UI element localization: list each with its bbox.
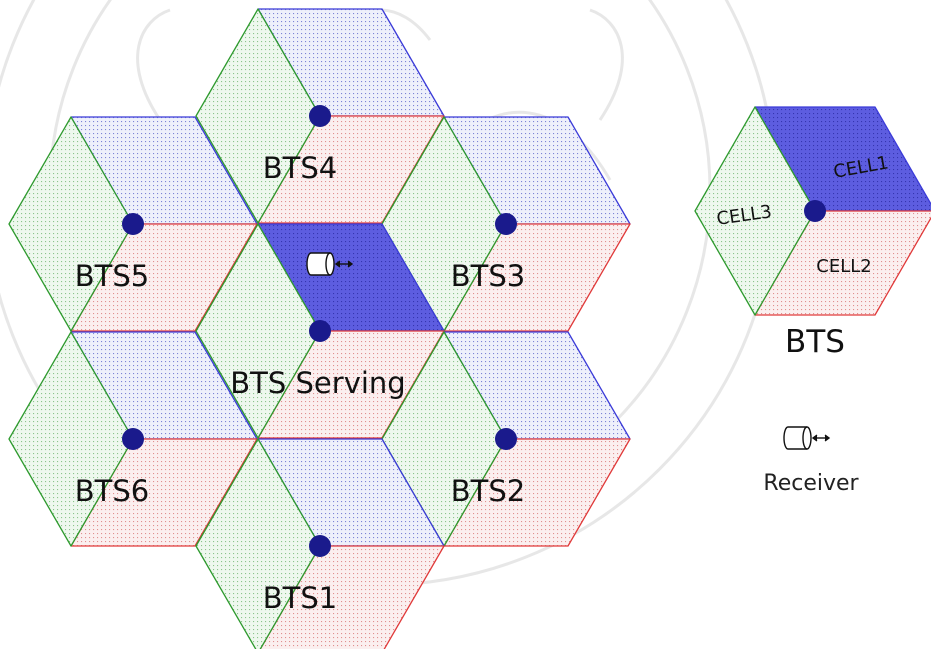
bts-antenna-dot [309,320,331,342]
bts-label: BTS4 [263,151,337,185]
bts-antenna-dot [309,105,331,127]
bts-label: BTS1 [263,581,337,615]
bts-label: BTS6 [75,474,149,508]
bts-label: BTS5 [75,259,149,293]
bts-label: BTS3 [451,259,525,293]
legend-bts-title: BTS [785,324,845,360]
bts-antenna-dot [122,428,144,450]
legend-receiver-icon [784,427,829,449]
legend-receiver-label: Receiver [763,471,859,496]
bts-antenna-dot [309,535,331,557]
bts-antenna-dot [122,213,144,235]
bts-antenna-dot [495,428,517,450]
legend-cell2-label: CELL2 [816,256,871,277]
bts-label: BTS2 [451,474,525,508]
bts-antenna-dot [495,213,517,235]
bts-antenna-dot [804,200,826,222]
bts-label: BTS Serving [230,366,405,400]
